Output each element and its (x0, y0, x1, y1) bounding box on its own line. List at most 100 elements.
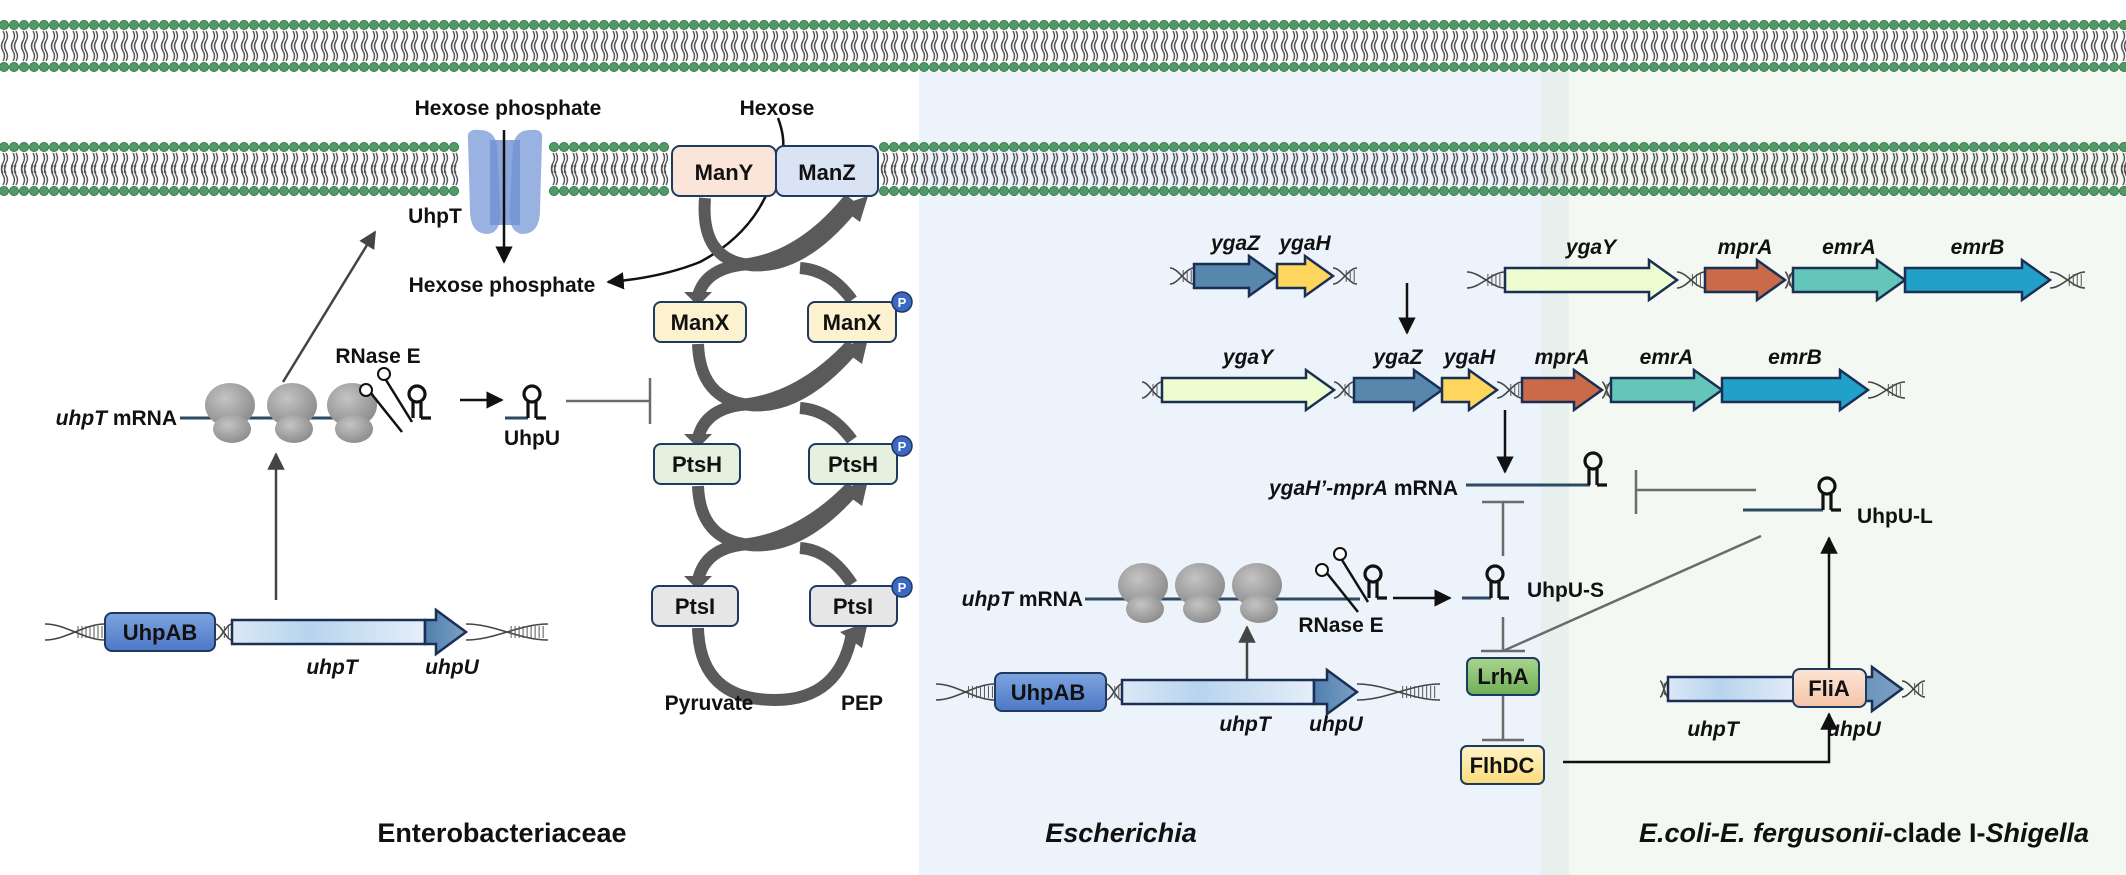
gene-uhpT (1666, 675, 1802, 703)
ptsi-box-right-phosphorylated: PtsI (809, 585, 898, 627)
uhpu-l-label: UhpU-L (1857, 505, 1933, 528)
uhpu-inhibits-pts (566, 378, 652, 424)
svg-text:LrhA: LrhA (1477, 664, 1528, 689)
esch-mrna-label: uhpT mRNA (962, 588, 1083, 611)
hexose-label: Hexose (740, 97, 815, 120)
svg-text:PtsH: PtsH (672, 452, 722, 477)
uhpu-s-inhibits-target (1482, 500, 1524, 556)
manx-box-right-phosphorylated: ManX (807, 301, 897, 343)
flhdc-activates-flia (1563, 712, 1838, 764)
gene-ygaZ (1192, 253, 1280, 299)
hexose-phosphate-inside: Hexose phosphate (409, 274, 596, 297)
transition-band-bg (1541, 72, 1569, 875)
gene-ygaH (1275, 253, 1336, 299)
svg-text:ManX: ManX (823, 310, 882, 335)
ptsh-box-right-phosphorylated: PtsH (808, 443, 898, 485)
svg-text:PtsI: PtsI (675, 594, 715, 619)
scissors-icon (359, 367, 414, 433)
gene-label-ygaZ: ygaZ (1210, 232, 1261, 255)
phospho-badge-ptsh: P (891, 435, 913, 457)
pts-cycle-arrows (692, 194, 858, 707)
esch-uhpu-gene-label: uhpU (1309, 713, 1363, 736)
pep-label: PEP (841, 692, 883, 715)
gene-uhpT (1120, 678, 1316, 706)
inner-membrane (0, 141, 2126, 196)
svg-text:P: P (898, 439, 907, 454)
phospho-badge-ptsi: P (891, 576, 913, 598)
clade-uhp-locus (1659, 664, 1926, 714)
gene-label-emrB: emrB (1951, 236, 2005, 259)
svg-text:FliA: FliA (1808, 676, 1850, 701)
left-rnase-label: RNase E (335, 345, 420, 368)
uhpu-s-label: UhpU-S (1527, 579, 1604, 602)
pyruvate-label: Pyruvate (665, 692, 754, 715)
flia-box: FliA (1792, 668, 1867, 708)
esch-ribosomes (1118, 563, 1282, 623)
manz-box: ManZ (775, 145, 879, 197)
gene-mprA (1520, 367, 1605, 413)
uhpab-box (104, 612, 216, 652)
esch-scissors-icon (1315, 547, 1370, 613)
panel-title-escherichia: Escherichia (1045, 818, 1197, 848)
esch-uhpab-label: UhpAB (1011, 680, 1086, 705)
gene-label-mprA: mprA (1535, 346, 1590, 369)
gene-uhpT (230, 618, 427, 646)
target-mrna-hairpin-icon (1583, 451, 1607, 487)
svg-text:PtsH: PtsH (828, 452, 878, 477)
clade-panel-bg (1569, 72, 2126, 875)
gene-label-mprA: mprA (1718, 236, 1773, 259)
svg-text:P: P (898, 580, 907, 595)
svg-text:ManX: ManX (671, 310, 730, 335)
manx-box-left: ManX (653, 301, 747, 343)
lrha-inhibits-flhdc (1482, 696, 1524, 742)
left-translation-arrow (281, 230, 377, 383)
uhpu-srna-icon (505, 384, 546, 420)
clade-uhpu-gene-label: uhpU (1827, 718, 1881, 741)
lrha-box: LrhA (1466, 657, 1540, 696)
gene-label-ygaY: ygaY (1222, 346, 1275, 369)
gene-ygaZ (1352, 367, 1445, 413)
ptsh-box-left: PtsH (653, 443, 741, 485)
gene-emrB (1720, 367, 1871, 413)
svg-text:ManZ: ManZ (798, 160, 855, 185)
many-box: ManY (671, 145, 777, 197)
svg-text:ManY: ManY (695, 160, 754, 185)
esch-uhp-locus (935, 667, 1441, 717)
hexose-phosphate-outside: Hexose phosphate (415, 97, 602, 120)
uhpu-l-to-lrha (1502, 534, 1762, 653)
svg-text:PtsI: PtsI (833, 594, 873, 619)
pts-arrowheads (684, 196, 868, 648)
gene-ygaH (1440, 367, 1500, 413)
gene-emrA (1609, 367, 1725, 413)
gene-ygaY (1503, 257, 1680, 303)
left-uhpt-gene-label: uhpT (306, 656, 359, 679)
uhpu-s-srna-icon (1462, 564, 1509, 600)
gene-emrA (1791, 257, 1908, 303)
panel-title-clade: E.coli-E. fergusonii-clade I-Shigella (1639, 818, 2089, 848)
gene-label-ygaY: ygaY (1565, 236, 1618, 259)
ptsi-box-left: PtsI (651, 585, 739, 627)
clade-uhpt-gene-label: uhpT (1687, 718, 1740, 741)
gene-emrB (1903, 257, 2053, 303)
gene-ygaY (1160, 367, 1337, 413)
svg-text:FlhDC: FlhDC (1470, 753, 1535, 778)
escherichia-panel-bg (919, 72, 1569, 875)
left-ribosomes (205, 383, 377, 443)
terminator-hairpin-icon (407, 384, 431, 420)
flhdc-box: FlhDC (1460, 745, 1545, 785)
phospho-badge-manx: P (891, 291, 913, 313)
uhpu-l-inhibits-target (1634, 470, 1756, 514)
operon-ygay-mpra-emra-emrb: ygaY mprA emrA emrB (1466, 236, 2086, 303)
gene-label-emrA: emrA (1822, 236, 1876, 259)
outer-membrane (0, 19, 2126, 73)
svg-text:P: P (898, 295, 907, 310)
gene-label-emrB: emrB (1768, 346, 1822, 369)
uhpu-l-srna-icon (1743, 476, 1841, 512)
left-uhp-locus (44, 607, 549, 657)
esch-uhpt-gene-label: uhpT (1219, 713, 1272, 736)
uhpu-label: UhpU (504, 427, 560, 450)
